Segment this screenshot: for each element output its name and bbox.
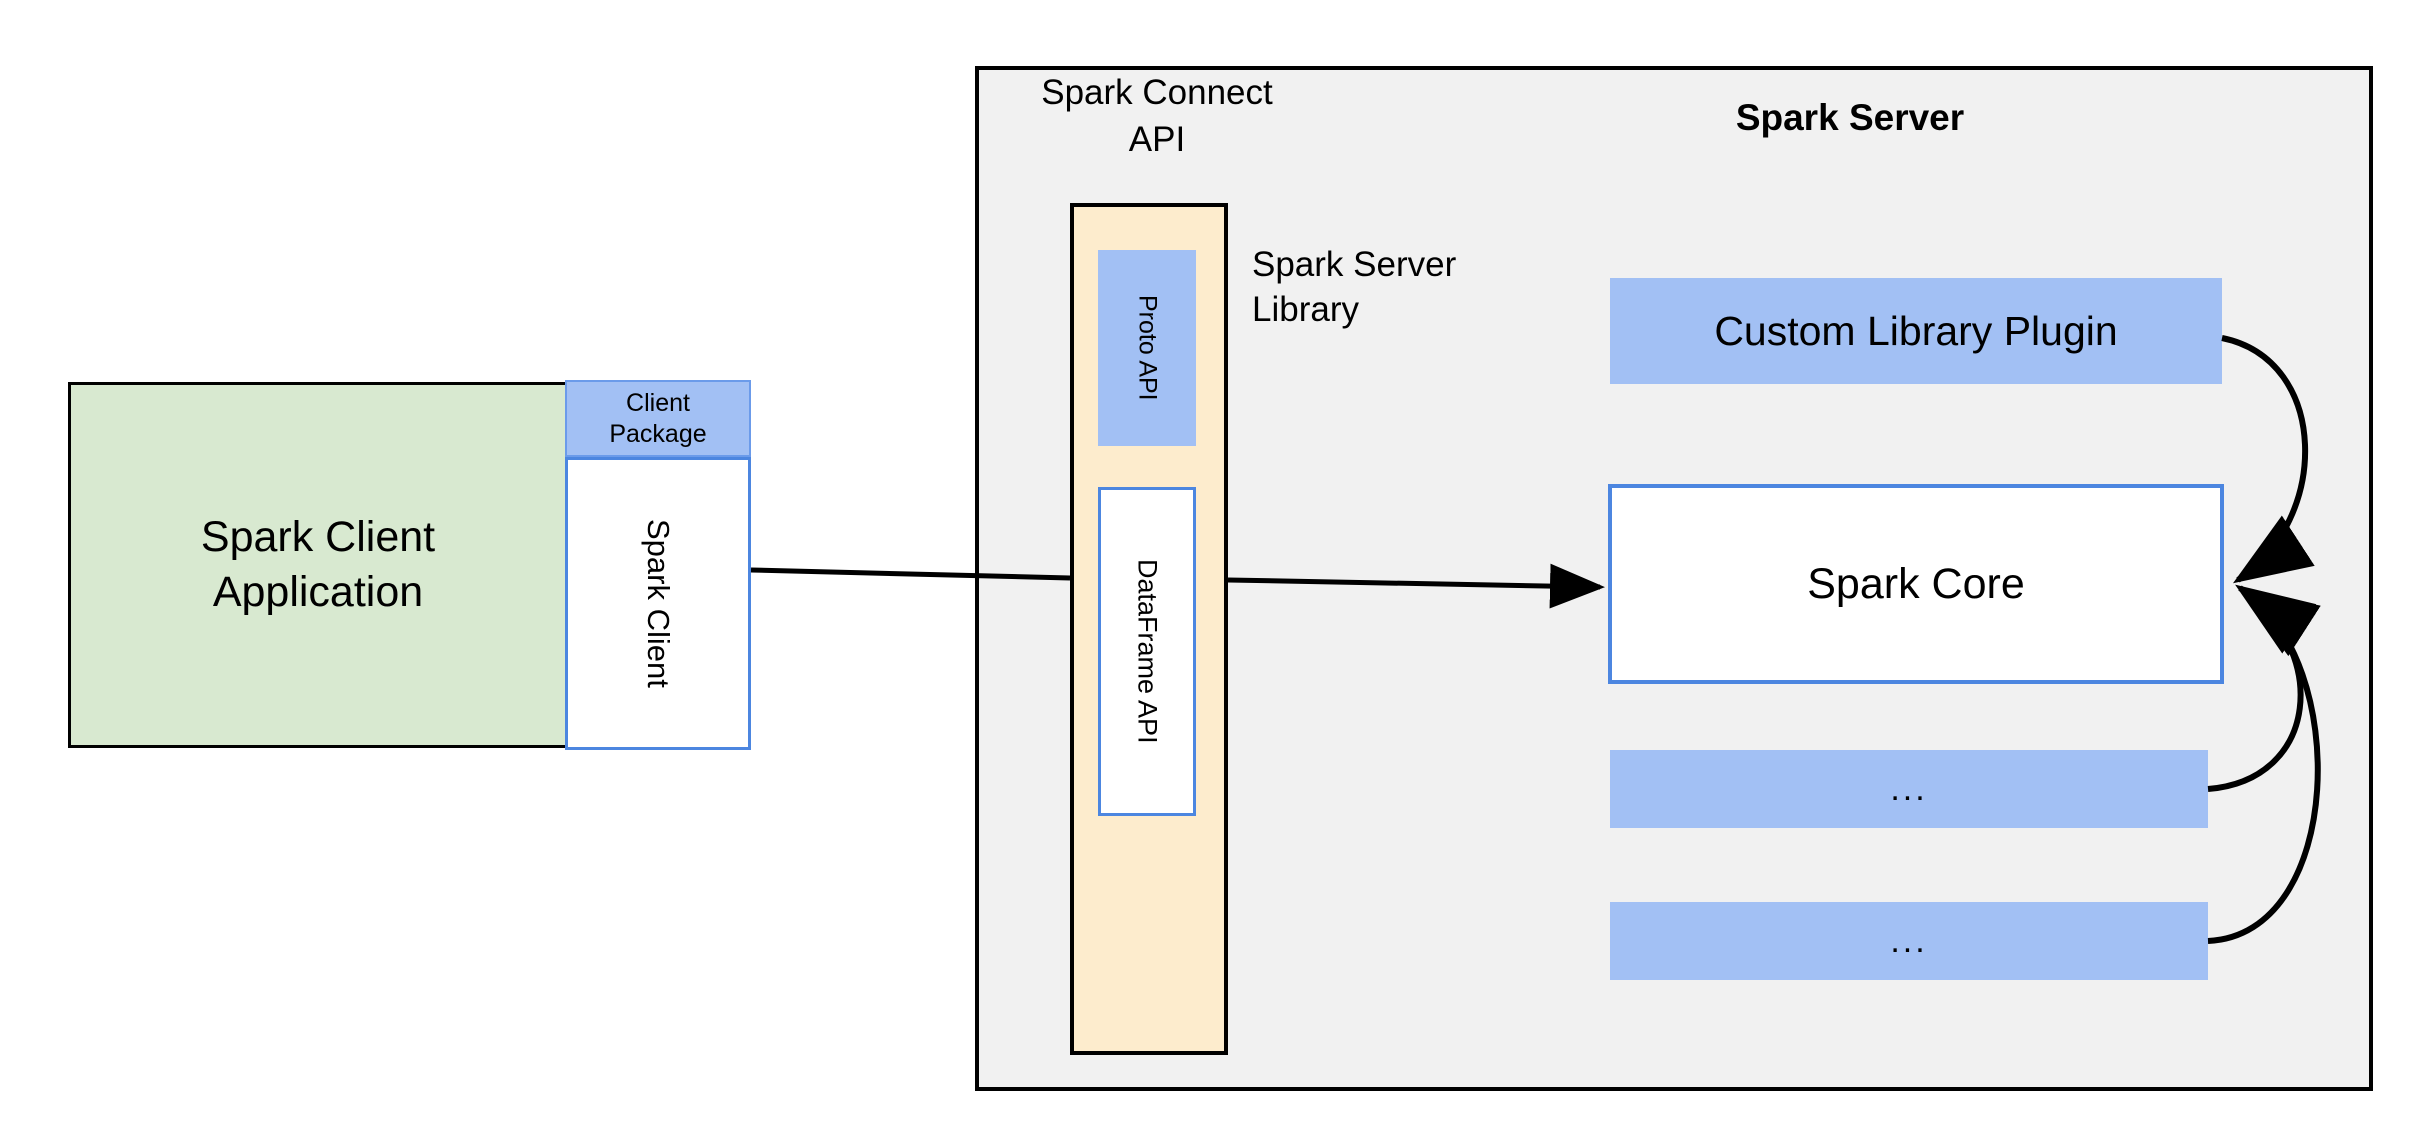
client-package-box[interactable]: Client Package bbox=[565, 380, 751, 457]
spark-connect-api-title: Spark Connect API bbox=[1041, 73, 1273, 159]
custom-library-plugin-box[interactable]: Custom Library Plugin bbox=[1610, 278, 2222, 384]
proto-api-box[interactable]: Proto API bbox=[1098, 250, 1196, 446]
spark-client-application-box[interactable]: Spark Client Application bbox=[68, 382, 568, 748]
placeholder-component-label-1: ... bbox=[1890, 769, 1928, 808]
spark-core-label: Spark Core bbox=[1807, 559, 2025, 608]
client-package-label: Client Package bbox=[609, 389, 707, 448]
spark-client-box[interactable]: Spark Client bbox=[565, 457, 751, 750]
dataframe-api-label: DataFrame API bbox=[1132, 559, 1163, 744]
spark-client-label: Spark Client bbox=[641, 519, 676, 688]
dataframe-api-box[interactable]: DataFrame API bbox=[1098, 487, 1196, 816]
placeholder-component-box-2[interactable]: ... bbox=[1610, 902, 2208, 980]
custom-library-plugin-label: Custom Library Plugin bbox=[1714, 307, 2118, 354]
spark-server-library-label: Spark Server Library bbox=[1252, 245, 1457, 329]
spark-server-title: Spark Server bbox=[1735, 97, 1965, 138]
proto-api-label: Proto API bbox=[1133, 295, 1162, 401]
spark-core-box[interactable]: Spark Core bbox=[1608, 484, 2224, 684]
placeholder-component-box-1[interactable]: ... bbox=[1610, 750, 2208, 828]
placeholder-component-label-2: ... bbox=[1890, 921, 1928, 960]
spark-client-application-label: Spark Client Application bbox=[200, 512, 436, 616]
